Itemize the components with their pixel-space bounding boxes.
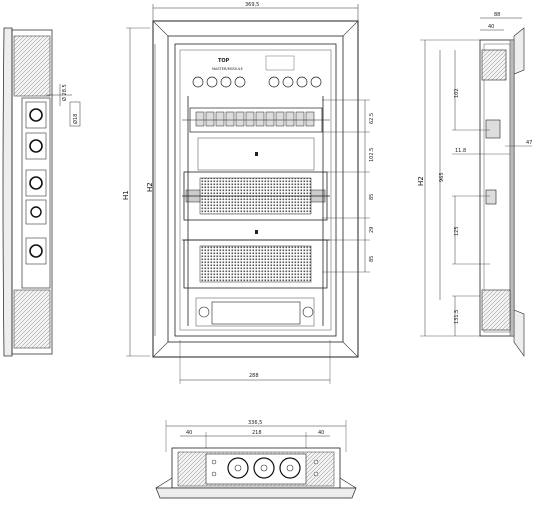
dim-right-3: 85 <box>369 194 375 200</box>
dim-side-965: 965 <box>439 172 445 182</box>
dim-right-4: 29 <box>369 227 375 233</box>
dim-side-88: 88 <box>494 12 500 18</box>
dim-side-102: 102 <box>454 88 460 98</box>
dim-side-40: 40 <box>488 24 494 30</box>
dim-bottom-mid: 218 <box>252 430 262 436</box>
dim-front-width: 369,5 <box>245 2 259 8</box>
dim-h1: H1 <box>122 190 130 200</box>
left-section-view: Ø 28.5 Ø18 <box>2 27 81 357</box>
dim-dia-28: Ø 28.5 <box>61 84 68 101</box>
dim-bottom-left: 40 <box>186 430 192 436</box>
front-view: 369,5 TOP MASTER/MODULE <box>122 2 375 384</box>
dim-side-118: 11.8 <box>455 148 466 154</box>
dim-hole-18: Ø18 <box>72 114 79 124</box>
label-top: TOP <box>218 58 230 64</box>
bottom-view: 336,5 40 218 40 <box>155 420 357 499</box>
side-view: 88 40 H2 965 102 125 131.5 11.8 47 <box>417 12 532 357</box>
label-module: MASTER/MODULE <box>212 67 243 71</box>
dim-h2-side: H2 <box>417 176 425 186</box>
dim-side-47: 47 <box>526 140 532 146</box>
dim-front-bottom: 288 <box>249 373 259 379</box>
dim-right-1: 62.5 <box>369 113 375 124</box>
bottom-knockouts <box>227 457 301 479</box>
dim-right-2: 102.5 <box>369 148 375 162</box>
dim-right-5: 85 <box>369 256 375 262</box>
dim-bottom-right: 40 <box>318 430 324 436</box>
knockout-circles <box>25 101 47 265</box>
dim-side-125: 125 <box>454 226 460 236</box>
top-knockouts <box>192 76 322 88</box>
breaker-row <box>195 111 315 127</box>
dim-side-131: 131.5 <box>454 310 460 324</box>
dim-bottom-total: 336,5 <box>248 420 262 426</box>
dim-h2-front: H2 <box>146 182 154 192</box>
